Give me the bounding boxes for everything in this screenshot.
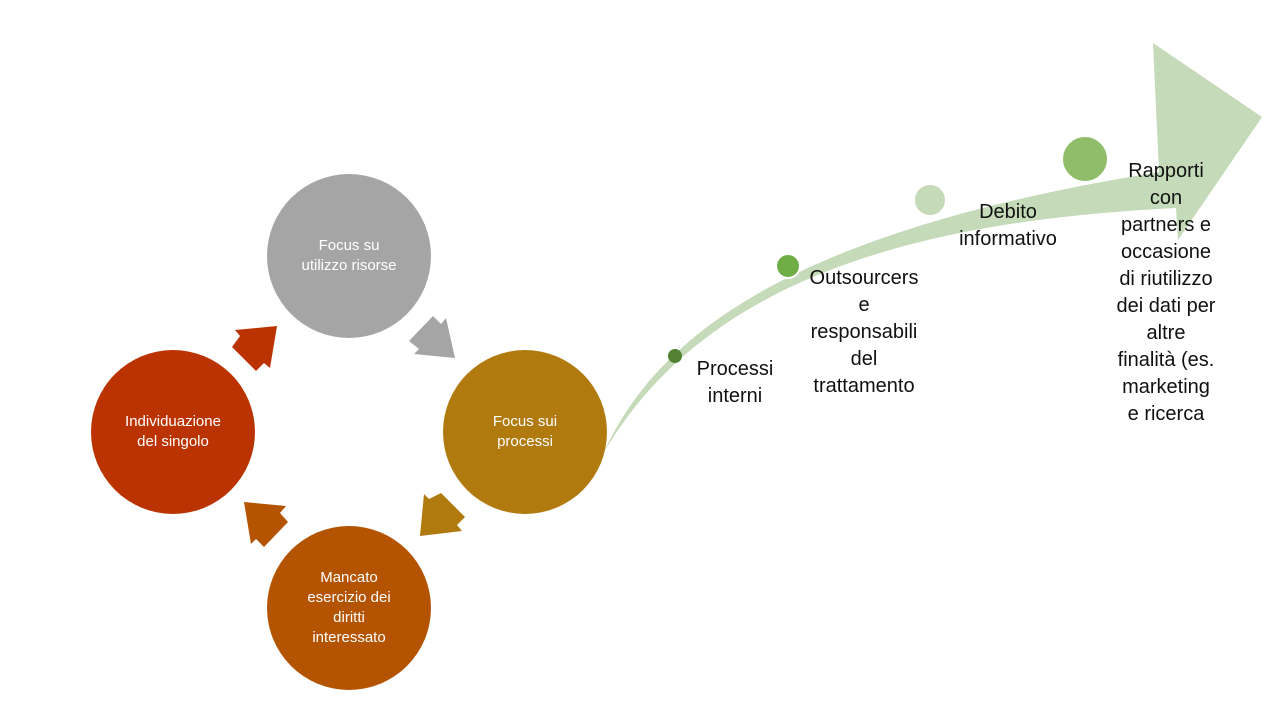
growth-arrow <box>604 43 1262 452</box>
timeline-dot-3 <box>913 183 947 217</box>
cycle-arrow-grey <box>409 316 455 358</box>
label-individuazione: Individuazione del singolo <box>125 413 221 450</box>
cycle-arrow-red <box>232 326 277 371</box>
timeline-label-4: Rapporti con partners e occasione di riu… <box>1116 160 1216 425</box>
timeline-label-1: Processi interni <box>696 358 774 407</box>
label-focus-risorse: Focus su utilizzo risorse <box>301 237 397 274</box>
timeline-dot-4 <box>1061 135 1109 183</box>
cycle-arrow-gold <box>420 493 465 536</box>
label-focus-processi: Focus sui processi <box>492 413 558 450</box>
cycle-arrow-orange <box>244 502 288 547</box>
timeline-label-3: Debito informativo <box>959 201 1057 250</box>
circle-mancato-esercizio <box>267 526 431 690</box>
label-mancato-esercizio: Mancato esercizio dei diritti interessat… <box>307 569 391 646</box>
circle-focus-processi <box>443 350 607 514</box>
timeline-dot-2 <box>775 253 801 279</box>
timeline-label-2: Outsourcers e responsabili del trattamen… <box>809 267 919 397</box>
circle-individuazione <box>91 350 255 514</box>
circle-focus-risorse <box>267 174 431 338</box>
timeline-dot-1 <box>668 349 682 363</box>
